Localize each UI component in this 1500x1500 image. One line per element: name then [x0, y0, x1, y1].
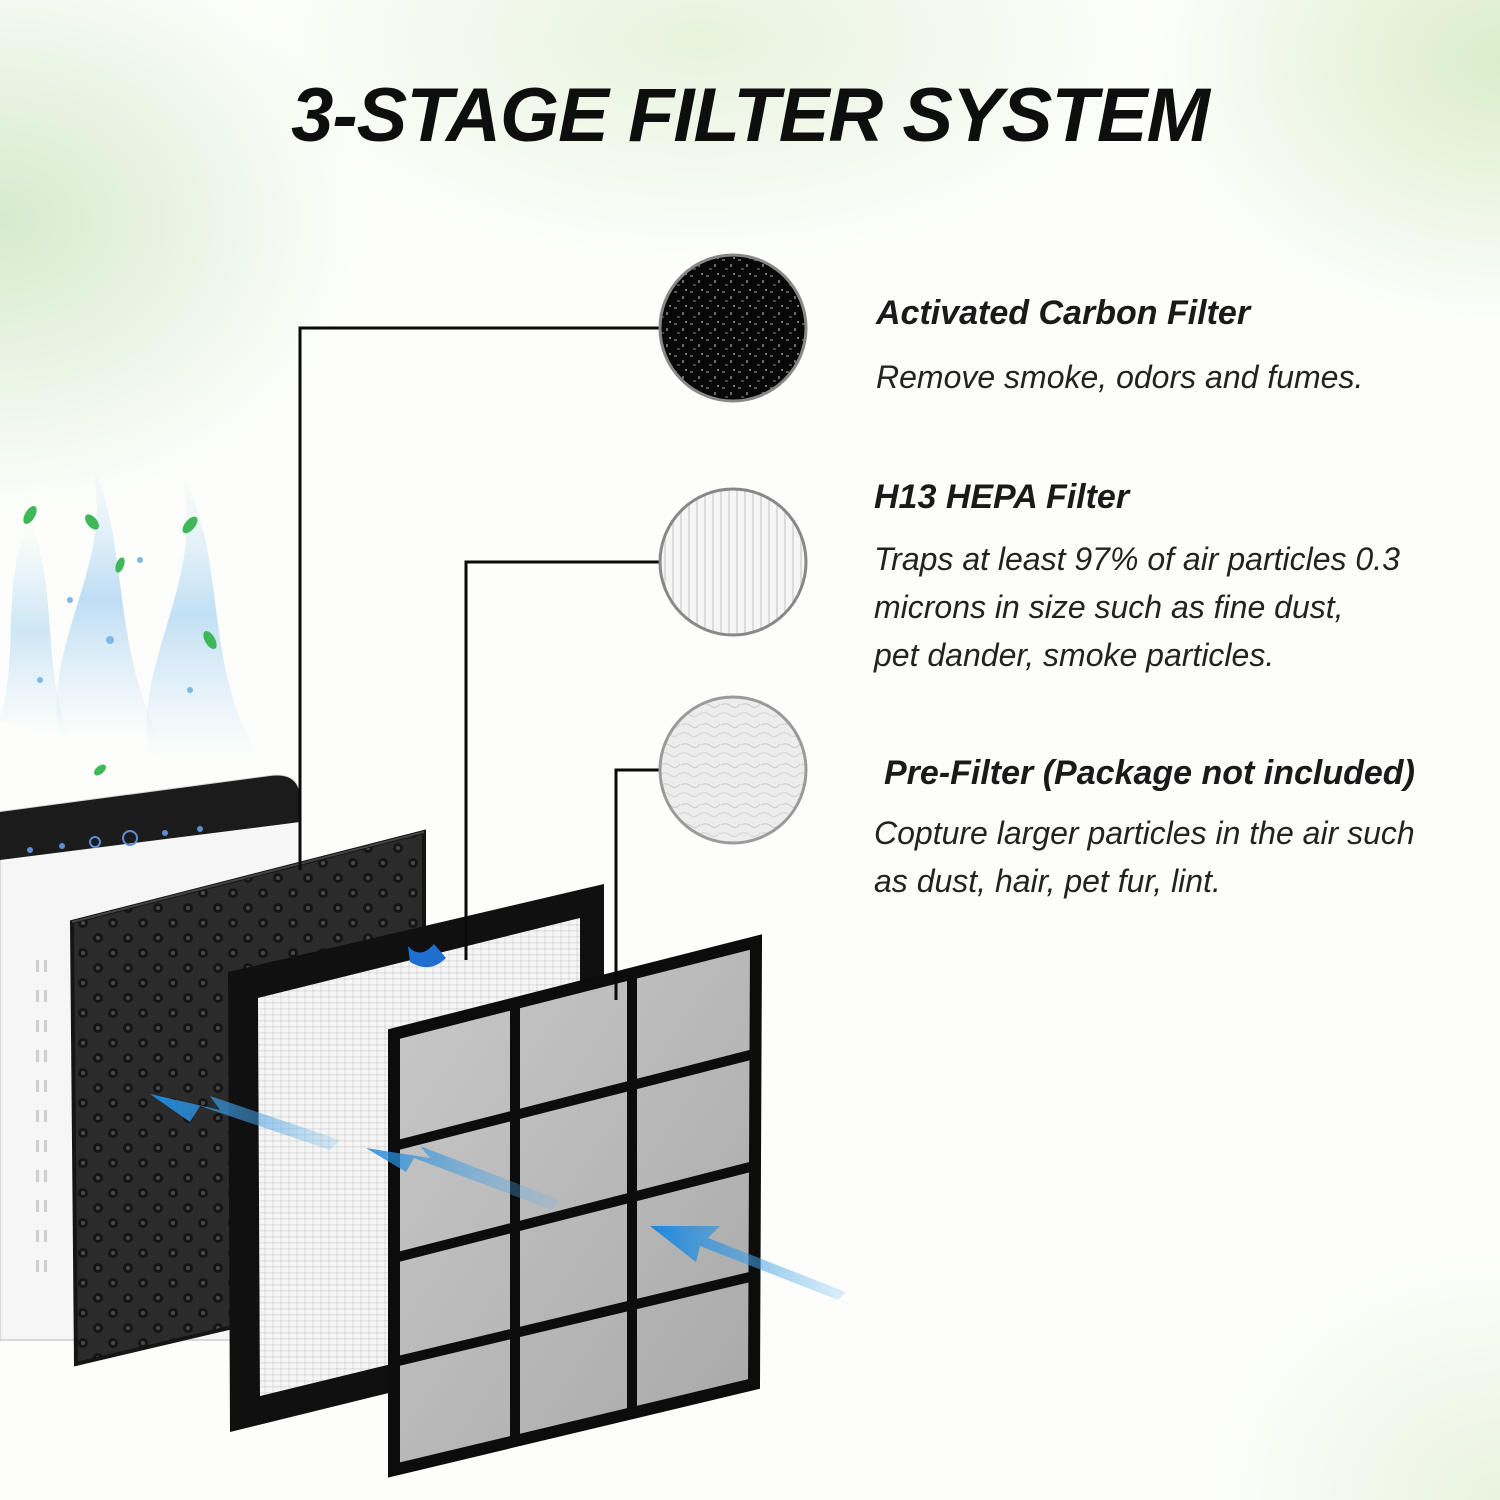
hepa-filter-info: H13 HEPA Filter Traps at least 97% of ai… — [874, 478, 1494, 679]
control-panel — [27, 826, 203, 853]
leaf-icon — [23, 505, 217, 776]
pleated-hepa-icon — [658, 487, 808, 637]
description-line: pet dander, smoke particles. — [874, 637, 1275, 673]
pre-filter-description: Copture larger particles in the air such… — [874, 809, 1494, 905]
carbon-filter-name: Activated Carbon Filter — [876, 294, 1251, 332]
pre-filter-info: Pre-Filter (Package not included) Coptur… — [874, 754, 1494, 905]
pre-filter-texture-icon — [658, 695, 808, 845]
description-line: as dust, hair, pet fur, lint. — [874, 863, 1221, 899]
description-line: microns in size such as fine dust, — [874, 589, 1344, 625]
page-title: 3-STAGE FILTER SYSTEM — [291, 73, 1210, 158]
description-line: Remove smoke, odors and fumes. — [876, 359, 1364, 395]
hepa-filter-description: Traps at least 97% of air particles 0.3 … — [874, 535, 1494, 679]
description-line: Copture larger particles in the air such — [874, 815, 1415, 851]
carbon-texture-icon — [658, 253, 808, 403]
pre-filter-name: Pre-Filter (Package not included) — [884, 754, 1415, 792]
description-line: Traps at least 97% of air particles 0.3 — [874, 541, 1400, 577]
air-mist-effect — [0, 460, 260, 760]
airflow-arrow-icon — [150, 1094, 846, 1300]
carbon-filter-info: Activated Carbon Filter Remove smoke, od… — [876, 294, 1496, 401]
hepa-pull-tab — [408, 944, 446, 968]
carbon-filter-description: Remove smoke, odors and fumes. — [876, 353, 1496, 401]
hepa-filter-name: H13 HEPA Filter — [874, 478, 1130, 516]
connector-line — [298, 326, 662, 1000]
side-vents — [36, 960, 47, 1272]
pre-filter-panel — [388, 934, 763, 1478]
